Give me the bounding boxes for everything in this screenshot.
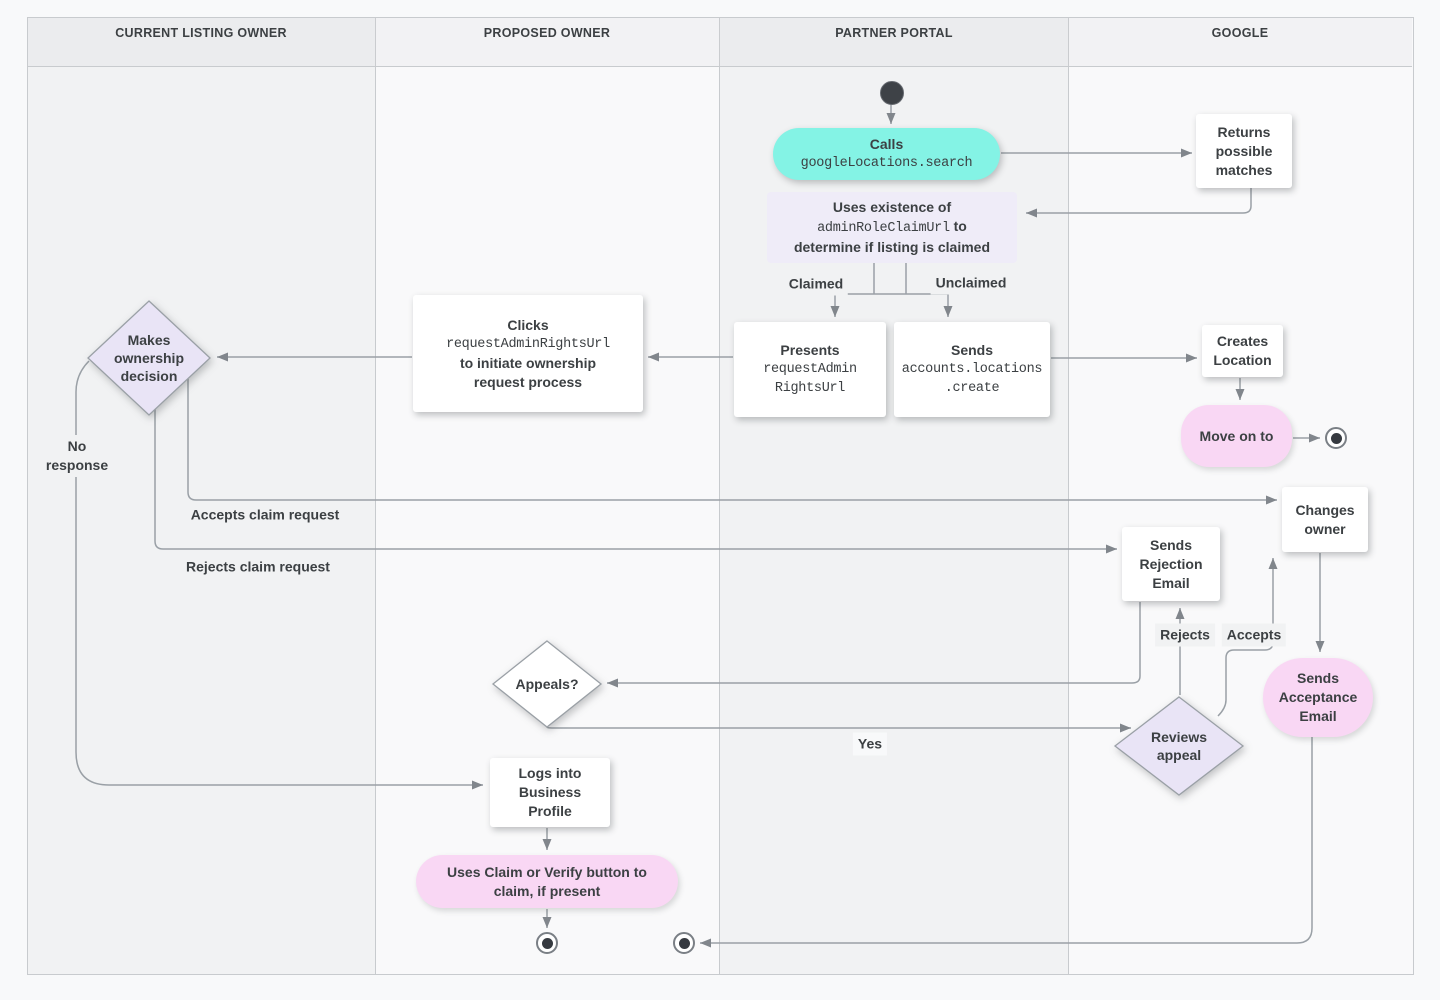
edge-label-rejects-claim-request: Rejects claim request bbox=[181, 555, 335, 579]
node-label: Changes owner bbox=[1295, 501, 1355, 537]
edge-label-accepts: Accepts bbox=[1221, 623, 1287, 647]
node-title: Presents bbox=[780, 342, 840, 358]
end-node-google bbox=[1325, 427, 1347, 449]
edge-no-response-to-logs bbox=[75, 360, 483, 790]
edge-rejection-to-appeals bbox=[607, 602, 1141, 688]
lane-title-proposed-owner: PROPOSED OWNER bbox=[483, 26, 611, 40]
end-node-proposed-owner bbox=[536, 932, 558, 954]
node-logs-into-business-profile: Logs into Business Profile bbox=[490, 758, 610, 827]
node-label: Sends Acceptance Email bbox=[1278, 670, 1358, 724]
appeals-diamond-shape bbox=[491, 640, 603, 728]
edge-accepts-claim-to-changes bbox=[187, 379, 1277, 505]
lane-header-row bbox=[27, 17, 1412, 67]
edge-label-claimed: Claimed bbox=[783, 272, 849, 296]
lane-current-listing-owner bbox=[27, 17, 375, 974]
edge-rejects-claim-to-rejection bbox=[154, 409, 1117, 554]
node-clicks-requestadminrightsurl: Clicks requestAdminRightsUrl to initiate… bbox=[413, 295, 643, 412]
node-returns-possible-matches: Returns possible matches bbox=[1196, 114, 1292, 188]
edge-label-yes: Yes bbox=[852, 732, 888, 756]
node-uses-claim-or-verify-button: Uses Claim or Verify button to claim, if… bbox=[416, 855, 678, 908]
node-title: Sends bbox=[950, 342, 993, 358]
node-title: Calls bbox=[869, 136, 904, 152]
edge-label-no-response: No response bbox=[32, 435, 122, 477]
edge-returns-to-uses bbox=[1026, 188, 1252, 218]
end-node-dot bbox=[678, 937, 690, 949]
node-presents-requestadminrightsurl: Presents requestAdmin RightsUrl bbox=[734, 322, 886, 417]
node-label: Returns possible matches bbox=[1215, 123, 1273, 178]
node-rest: to initiate ownership request process bbox=[459, 354, 597, 390]
node-label: Uses Claim or Verify button to claim, if… bbox=[447, 863, 647, 899]
edge-appeals-yes-to-reviews bbox=[546, 723, 1131, 733]
node-line2-suffix: to bbox=[949, 218, 967, 234]
node-code-line1: accounts.locations bbox=[901, 362, 1043, 377]
edge-label-rejects: Rejects bbox=[1155, 623, 1215, 647]
node-line3: determine if listing is claimed bbox=[793, 239, 991, 255]
edge-reviews-accepts-to-changes bbox=[1217, 558, 1278, 717]
node-move-on-to: Move on to bbox=[1181, 405, 1292, 467]
edge-label-unclaimed: Unclaimed bbox=[930, 271, 1012, 295]
node-creates-location: Creates Location bbox=[1202, 325, 1283, 377]
node-sends-accounts-locations-create: Sends accounts.locations .create bbox=[894, 322, 1050, 417]
node-code-line1: requestAdmin bbox=[763, 362, 857, 377]
node-code: requestAdminRightsUrl bbox=[446, 336, 610, 352]
node-sends-acceptance-email: Sends Acceptance Email bbox=[1263, 658, 1373, 737]
node-reviews-appeal: Reviews appeal bbox=[1113, 695, 1245, 797]
node-label: Makes ownership decision bbox=[113, 332, 184, 384]
node-title: Clicks bbox=[507, 316, 549, 333]
node-changes-owner: Changes owner bbox=[1282, 487, 1368, 552]
node-code: googleLocations.search bbox=[800, 156, 973, 171]
start-node bbox=[880, 81, 904, 105]
node-uses-existence-adminroleclaimurl: Uses existence of adminRoleClaimUrl to d… bbox=[767, 192, 1017, 263]
node-sends-rejection-email: Sends Rejection Email bbox=[1122, 527, 1220, 601]
end-node-dot bbox=[541, 937, 553, 949]
node-label: Logs into Business Profile bbox=[518, 765, 582, 819]
lane-title-partner-portal: PARTNER PORTAL bbox=[835, 26, 953, 40]
node-label: Creates Location bbox=[1213, 333, 1272, 368]
node-code-line2: .create bbox=[944, 381, 1000, 396]
node-appeals-decision: Appeals? bbox=[491, 639, 603, 729]
decision-diamond-shape bbox=[87, 300, 211, 416]
node-code-line2: RightsUrl bbox=[774, 381, 846, 396]
node-line1: Uses existence of bbox=[832, 199, 952, 215]
end-node-dot bbox=[1330, 432, 1342, 444]
node-label: Reviews appeal bbox=[1150, 729, 1208, 763]
lane-title-current-listing-owner: CURRENT LISTING OWNER bbox=[115, 26, 287, 40]
node-label: Sends Rejection Email bbox=[1139, 536, 1203, 591]
node-makes-ownership-decision: Makes ownership decision bbox=[86, 299, 212, 417]
node-label: Move on to bbox=[1199, 427, 1274, 444]
node-code: adminRoleClaimUrl bbox=[817, 221, 950, 236]
node-calls-googlelocations-search: Calls googleLocations.search bbox=[773, 128, 1000, 180]
edge-label-accepts-claim-request: Accepts claim request bbox=[185, 503, 345, 527]
reviews-diamond-shape bbox=[1113, 696, 1245, 796]
node-label: Appeals? bbox=[515, 676, 579, 692]
lane-title-google: GOOGLE bbox=[1211, 26, 1269, 40]
end-node-partner-portal bbox=[673, 932, 695, 954]
edge-acceptance-to-end bbox=[700, 736, 1313, 948]
node-line2: adminRoleClaimUrl to bbox=[817, 217, 967, 238]
